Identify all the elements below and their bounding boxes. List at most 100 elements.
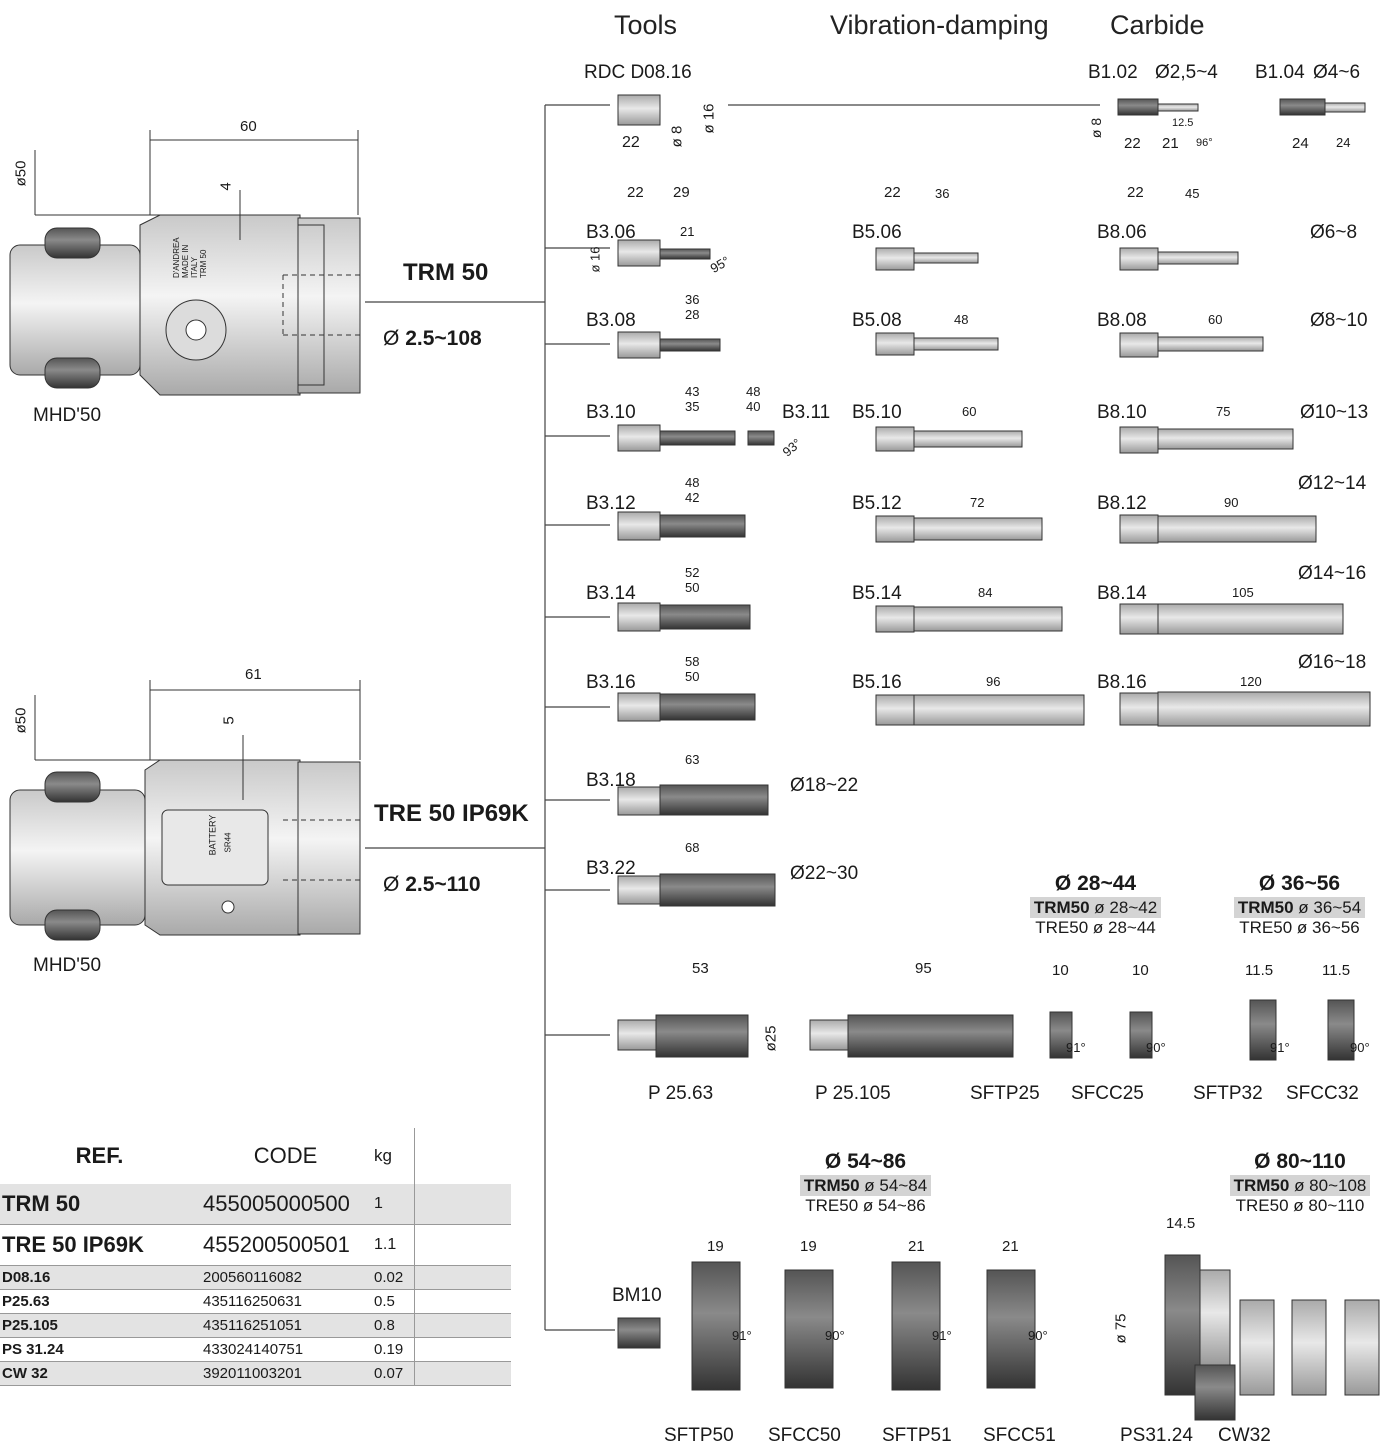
row-range: Ø14~16: [1298, 563, 1367, 584]
tre50-battery-label: BATTERY: [207, 814, 218, 856]
b104-range: Ø4~6: [1313, 62, 1361, 83]
group-tre-label: TRE50: [1235, 1196, 1289, 1215]
sfcc32-label: SFCC32: [1286, 1083, 1359, 1104]
dia-symbol: Ø: [1258, 872, 1276, 895]
sftp32-label: SFTP32: [1193, 1083, 1263, 1104]
dia-symbol: Ø: [383, 873, 400, 896]
b102-range: Ø2,5~4: [1155, 62, 1218, 83]
b102-dim-a: 22: [1124, 135, 1141, 152]
row-ref: P25.63: [0, 1289, 197, 1314]
vib-dim: 84: [978, 585, 993, 600]
sftp32-angle: 91°: [1270, 1040, 1290, 1055]
tre50-holder-label: MHD'50: [33, 955, 102, 976]
trm50-holder-label: MHD'50: [33, 405, 102, 426]
sfcc25-dim: 10: [1132, 962, 1149, 979]
rdc-d8-dim: ø 8: [668, 125, 686, 148]
carbide-label: B8.08: [1097, 310, 1147, 331]
insert-group-80-110: Ø 80~110 TRM50 ø 80~108 TRE50 ø 80~110: [1215, 1150, 1385, 1216]
sfcc50-label: SFCC50: [768, 1425, 841, 1446]
carbide-label: B8.06: [1097, 222, 1147, 243]
sftp51-dim: 21: [908, 1238, 925, 1255]
tool-dim: 29: [673, 184, 690, 201]
tool-label: B3.16: [586, 672, 636, 693]
trm50-length-dim: 60: [240, 118, 257, 135]
trm50-head-drawing: [9, 130, 361, 396]
tool-dim: 58: [685, 654, 700, 669]
group-trm: ø 80~108: [1294, 1176, 1367, 1195]
b104-label: B1.04: [1255, 62, 1305, 83]
row-ref: D08.16: [0, 1265, 197, 1290]
p25105-label: P 25.105: [815, 1083, 891, 1104]
ps3124-label: PS31.24: [1120, 1425, 1193, 1446]
tool-dim: 50: [685, 669, 700, 684]
sfcc25-angle: 90°: [1146, 1040, 1166, 1055]
tool-label: B3.22: [586, 858, 636, 879]
dia-symbol: Ø: [383, 327, 400, 350]
group-tre: ø 80~110: [1293, 1196, 1365, 1215]
sftp32-dim: 11.5: [1245, 962, 1274, 979]
group-range: 36~56: [1281, 872, 1341, 895]
sftp51-angle: 91°: [932, 1328, 952, 1343]
trm50-offset-dim: 4: [217, 182, 235, 191]
tool-dia: ø 16: [587, 246, 603, 273]
row-code: 435116250631: [197, 1289, 368, 1314]
carbide-dim: 105: [1232, 585, 1254, 600]
carbide-dim: 60: [1208, 312, 1223, 327]
row-range: Ø16~18: [1298, 652, 1367, 673]
row-range: Ø10~13: [1300, 402, 1369, 423]
row-ref: P25.105: [0, 1313, 197, 1338]
tool-label: B3.12: [586, 493, 636, 514]
sfcc32-angle: 90°: [1350, 1040, 1370, 1055]
carbide-label: B8.10: [1097, 402, 1147, 423]
carbide-label: B8.16: [1097, 672, 1147, 693]
tool-dim: 52: [685, 565, 700, 580]
group-range: 54~86: [847, 1150, 907, 1173]
b104-dim-a: 24: [1292, 135, 1309, 152]
tool-extra-label: B3.11: [782, 402, 831, 423]
vib-dim: 48: [954, 312, 969, 327]
row-ref: CW 32: [0, 1361, 197, 1386]
vib-label: B5.08: [852, 310, 902, 331]
sfcc32-dim: 11.5: [1322, 962, 1351, 979]
group-trm-label: TRM50: [1237, 898, 1294, 917]
bm10-label: BM10: [612, 1285, 662, 1306]
tool-dim: 63: [685, 752, 700, 767]
vib-dim: 22: [884, 184, 901, 201]
row-range: Ø6~8: [1310, 222, 1358, 243]
b102-dim-c: 12.5: [1172, 117, 1194, 129]
p25105-dim: 95: [915, 960, 932, 977]
group-range: 28~44: [1077, 872, 1137, 895]
group-tre-label: TRE50: [1239, 918, 1293, 937]
code-header: CODE: [253, 1143, 318, 1168]
sftp51-label: SFTP51: [882, 1425, 952, 1446]
sfcc51-angle: 90°: [1028, 1328, 1048, 1343]
row-code: 435116251051: [197, 1313, 368, 1338]
trm50-range: Ø 2.5~108: [383, 327, 482, 351]
row-code: 455005000500: [197, 1184, 368, 1225]
dia-symbol: Ø: [824, 1150, 842, 1173]
vib-dim: 72: [970, 495, 985, 510]
insert-group-54-86: Ø 54~86 TRM50 ø 54~84 TRE50 ø 54~86: [783, 1150, 948, 1216]
tool-dim: 21: [680, 224, 695, 239]
tool-dim: 43: [685, 384, 700, 399]
sftp50-angle: 91°: [732, 1328, 752, 1343]
tool-extra-dim: 40: [746, 399, 761, 414]
group-trm-label: TRM50: [1033, 898, 1090, 917]
tre50-length-dim: 61: [245, 666, 262, 683]
sftp50-dim: 19: [707, 1238, 724, 1255]
vib-label: B5.14: [852, 583, 902, 604]
row-kg: 0.8: [368, 1313, 415, 1338]
b102-d8-dim: ø 8: [1088, 117, 1105, 139]
tool-dim: 48: [685, 475, 700, 490]
row-code: 433024140751: [197, 1337, 368, 1362]
tool-label: B3.08: [586, 310, 636, 331]
vib-label: B5.06: [852, 222, 902, 243]
group-trm: ø 28~42: [1094, 898, 1158, 917]
tre50-range-value: 2.5~110: [405, 873, 481, 896]
cw32-label: CW32: [1218, 1425, 1271, 1446]
tool-dim: 68: [685, 840, 700, 855]
